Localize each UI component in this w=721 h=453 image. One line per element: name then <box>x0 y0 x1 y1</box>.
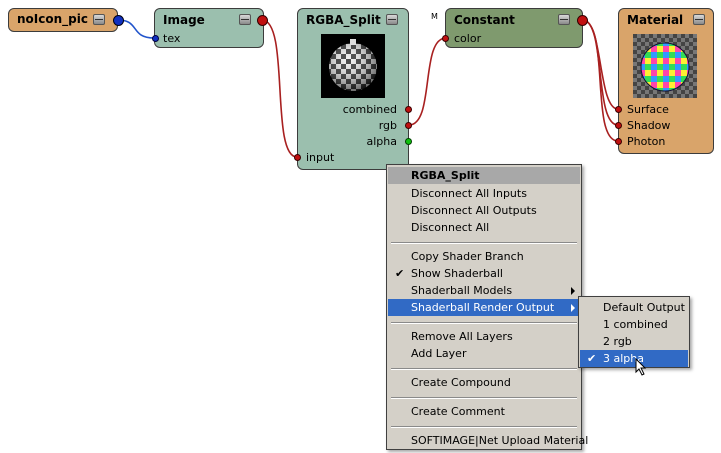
menu-item-label: Shaderball Models <box>411 284 513 297</box>
port-label-rgb: rgb <box>378 119 397 132</box>
menu-item-label: Show Shaderball <box>411 267 503 280</box>
node-title: RGBA_Split <box>306 13 381 27</box>
output-port-icon[interactable] <box>405 138 412 145</box>
port-label-combined: combined <box>342 103 397 116</box>
port-label-tex: tex <box>163 32 181 45</box>
port-label-surface: Surface <box>627 103 669 116</box>
collapse-icon[interactable] <box>693 14 705 25</box>
menu-header: RGBA_Split <box>388 167 580 184</box>
modified-badge: M <box>431 12 438 21</box>
port-label-shadow: Shadow <box>627 119 671 132</box>
checkmark-icon: ✔ <box>587 352 597 365</box>
node-title: Image <box>163 13 205 27</box>
context-menu: RGBA_Split Disconnect All Inputs Disconn… <box>386 164 589 450</box>
menu-item-shaderball-models[interactable]: Shaderball Models <box>388 282 580 299</box>
output-port-icon[interactable] <box>577 15 588 26</box>
menu-item-label: 3 alpha <box>603 352 644 365</box>
node-title: noIcon_pic <box>17 12 88 26</box>
menu-separator <box>391 397 577 399</box>
menu-separator <box>391 426 577 428</box>
output-port-icon[interactable] <box>405 122 412 129</box>
input-port-icon[interactable] <box>615 138 622 145</box>
menu-item-remove-all-layers[interactable]: Remove All Layers <box>411 330 513 343</box>
menu-item-add-layer[interactable]: Add Layer <box>411 347 467 360</box>
collapse-icon[interactable] <box>386 14 398 25</box>
port-label-photon: Photon <box>627 135 666 148</box>
port-label-color: color <box>454 32 482 45</box>
node-constant[interactable]: Constant color <box>442 8 588 48</box>
node-material[interactable]: Material Surface Shadow <box>615 8 714 154</box>
node-image[interactable]: Image tex <box>152 8 268 48</box>
menu-separator <box>391 242 577 244</box>
wire-constant-shadow <box>582 19 619 126</box>
wire-constant-photon <box>582 19 619 142</box>
render-output-submenu: Default Output 1 combined 2 rgb ✔ 3 alph… <box>578 296 690 368</box>
port-label-alpha: alpha <box>366 135 398 148</box>
menu-separator <box>391 322 577 324</box>
output-port-icon[interactable] <box>405 106 412 113</box>
submenu-item-rgb[interactable]: 2 rgb <box>603 335 632 348</box>
menu-item-show-shaderball[interactable]: ✔ Show Shaderball <box>388 265 580 282</box>
input-port-icon[interactable] <box>615 106 622 113</box>
collapse-icon[interactable] <box>239 14 251 25</box>
menu-item-label: Shaderball Render Output <box>411 301 555 314</box>
node-title: Material <box>627 13 684 27</box>
input-port-icon[interactable] <box>152 35 159 42</box>
colored-checker-sphere-icon <box>633 34 697 98</box>
menu-item-copy-shader-branch[interactable]: Copy Shader Branch <box>411 250 524 263</box>
input-port-icon[interactable] <box>294 154 301 161</box>
mouse-cursor-icon <box>635 358 647 376</box>
wire-constant-surface <box>582 19 619 110</box>
menu-item-create-compound[interactable]: Create Compound <box>411 376 511 389</box>
collapse-icon[interactable] <box>558 14 570 25</box>
menu-item-disconnect-outputs[interactable]: Disconnect All Outputs <box>411 204 537 217</box>
submenu-item-alpha[interactable]: ✔ 3 alpha <box>580 350 688 367</box>
menu-item-net-upload-material[interactable]: SOFTIMAGE|Net Upload Material <box>411 434 589 447</box>
checker-sphere-icon <box>329 39 377 91</box>
menu-item-disconnect-all[interactable]: Disconnect All <box>411 221 490 234</box>
port-label-input: input <box>306 151 335 164</box>
shaderball-preview <box>633 34 697 98</box>
menu-separator <box>391 368 577 370</box>
submenu-arrow-icon <box>571 304 575 312</box>
wire-image-rgba <box>261 19 298 158</box>
submenu-item-default-output[interactable]: Default Output <box>603 301 685 314</box>
input-port-icon[interactable] <box>442 35 449 42</box>
output-port-icon[interactable] <box>257 15 268 26</box>
checkmark-icon: ✔ <box>395 267 405 280</box>
node-rgba-split[interactable]: RGBA_Split combined rgb alpha input <box>294 8 412 170</box>
shaderball-preview <box>321 34 385 98</box>
submenu-arrow-icon <box>571 287 575 295</box>
submenu-item-combined[interactable]: 1 combined <box>603 318 668 331</box>
menu-item-shaderball-render-output[interactable]: Shaderball Render Output <box>388 299 580 316</box>
wire-rgba-constant <box>408 37 447 126</box>
output-port-icon[interactable] <box>113 15 124 26</box>
node-noicon-pic[interactable]: noIcon_pic <box>8 8 124 32</box>
menu-item-disconnect-inputs[interactable]: Disconnect All Inputs <box>411 187 527 200</box>
node-title: Constant <box>454 13 515 27</box>
menu-item-create-comment[interactable]: Create Comment <box>411 405 505 418</box>
collapse-icon[interactable] <box>93 14 105 25</box>
input-port-icon[interactable] <box>615 122 622 129</box>
